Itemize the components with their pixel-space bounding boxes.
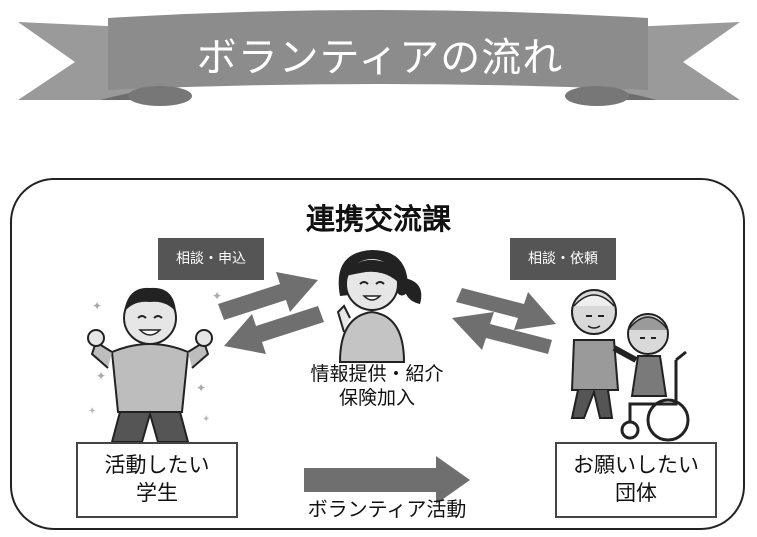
svg-text:✦: ✦ xyxy=(196,381,206,395)
staff-illustration xyxy=(336,250,422,363)
organization-illustration xyxy=(570,289,690,442)
volunteer-activity-label: ボランティア活動 xyxy=(307,497,467,521)
department-title: 連携交流課 xyxy=(305,202,451,236)
banner-right-curl xyxy=(565,86,629,106)
student-box-line1: 活動したい xyxy=(104,453,210,477)
svg-text:✦: ✦ xyxy=(212,289,222,303)
banner-left-curl xyxy=(128,86,192,106)
svg-text:✦: ✦ xyxy=(96,369,106,383)
center-services-caption: 情報提供・紹介 保険加入 xyxy=(292,362,462,410)
svg-text:✦: ✦ xyxy=(92,299,102,313)
organization-box: お願いしたい 団体 xyxy=(555,442,717,518)
organization-box-line2: 団体 xyxy=(615,481,657,505)
center-caption-line2: 保険加入 xyxy=(338,387,415,409)
banner-title: ボランティアの流れ xyxy=(196,35,564,81)
svg-text:✦: ✦ xyxy=(202,414,210,425)
svg-text:✦: ✦ xyxy=(88,406,96,417)
student-box: 活動したい 学生 xyxy=(76,442,238,518)
volunteer-activity-arrow xyxy=(304,456,470,504)
center-caption-line1: 情報提供・紹介 xyxy=(310,363,444,385)
title-banner xyxy=(18,10,740,106)
student-illustration: ✦ ✦ ✦ ✦ ✦ ✦ xyxy=(87,287,222,443)
arrow-center-to-organization xyxy=(456,288,556,330)
student-box-line2: 学生 xyxy=(136,481,178,505)
organization-box-line1: お願いしたい xyxy=(573,453,699,477)
arrow-organization-to-center xyxy=(452,312,552,354)
consult-apply-tag: 相談・申込 xyxy=(158,238,264,280)
arrow-student-to-center xyxy=(218,272,318,320)
consult-request-tag: 相談・依頼 xyxy=(510,238,616,280)
department-frame xyxy=(10,178,745,530)
arrow-center-to-student xyxy=(224,306,324,354)
banner-body xyxy=(108,10,648,90)
